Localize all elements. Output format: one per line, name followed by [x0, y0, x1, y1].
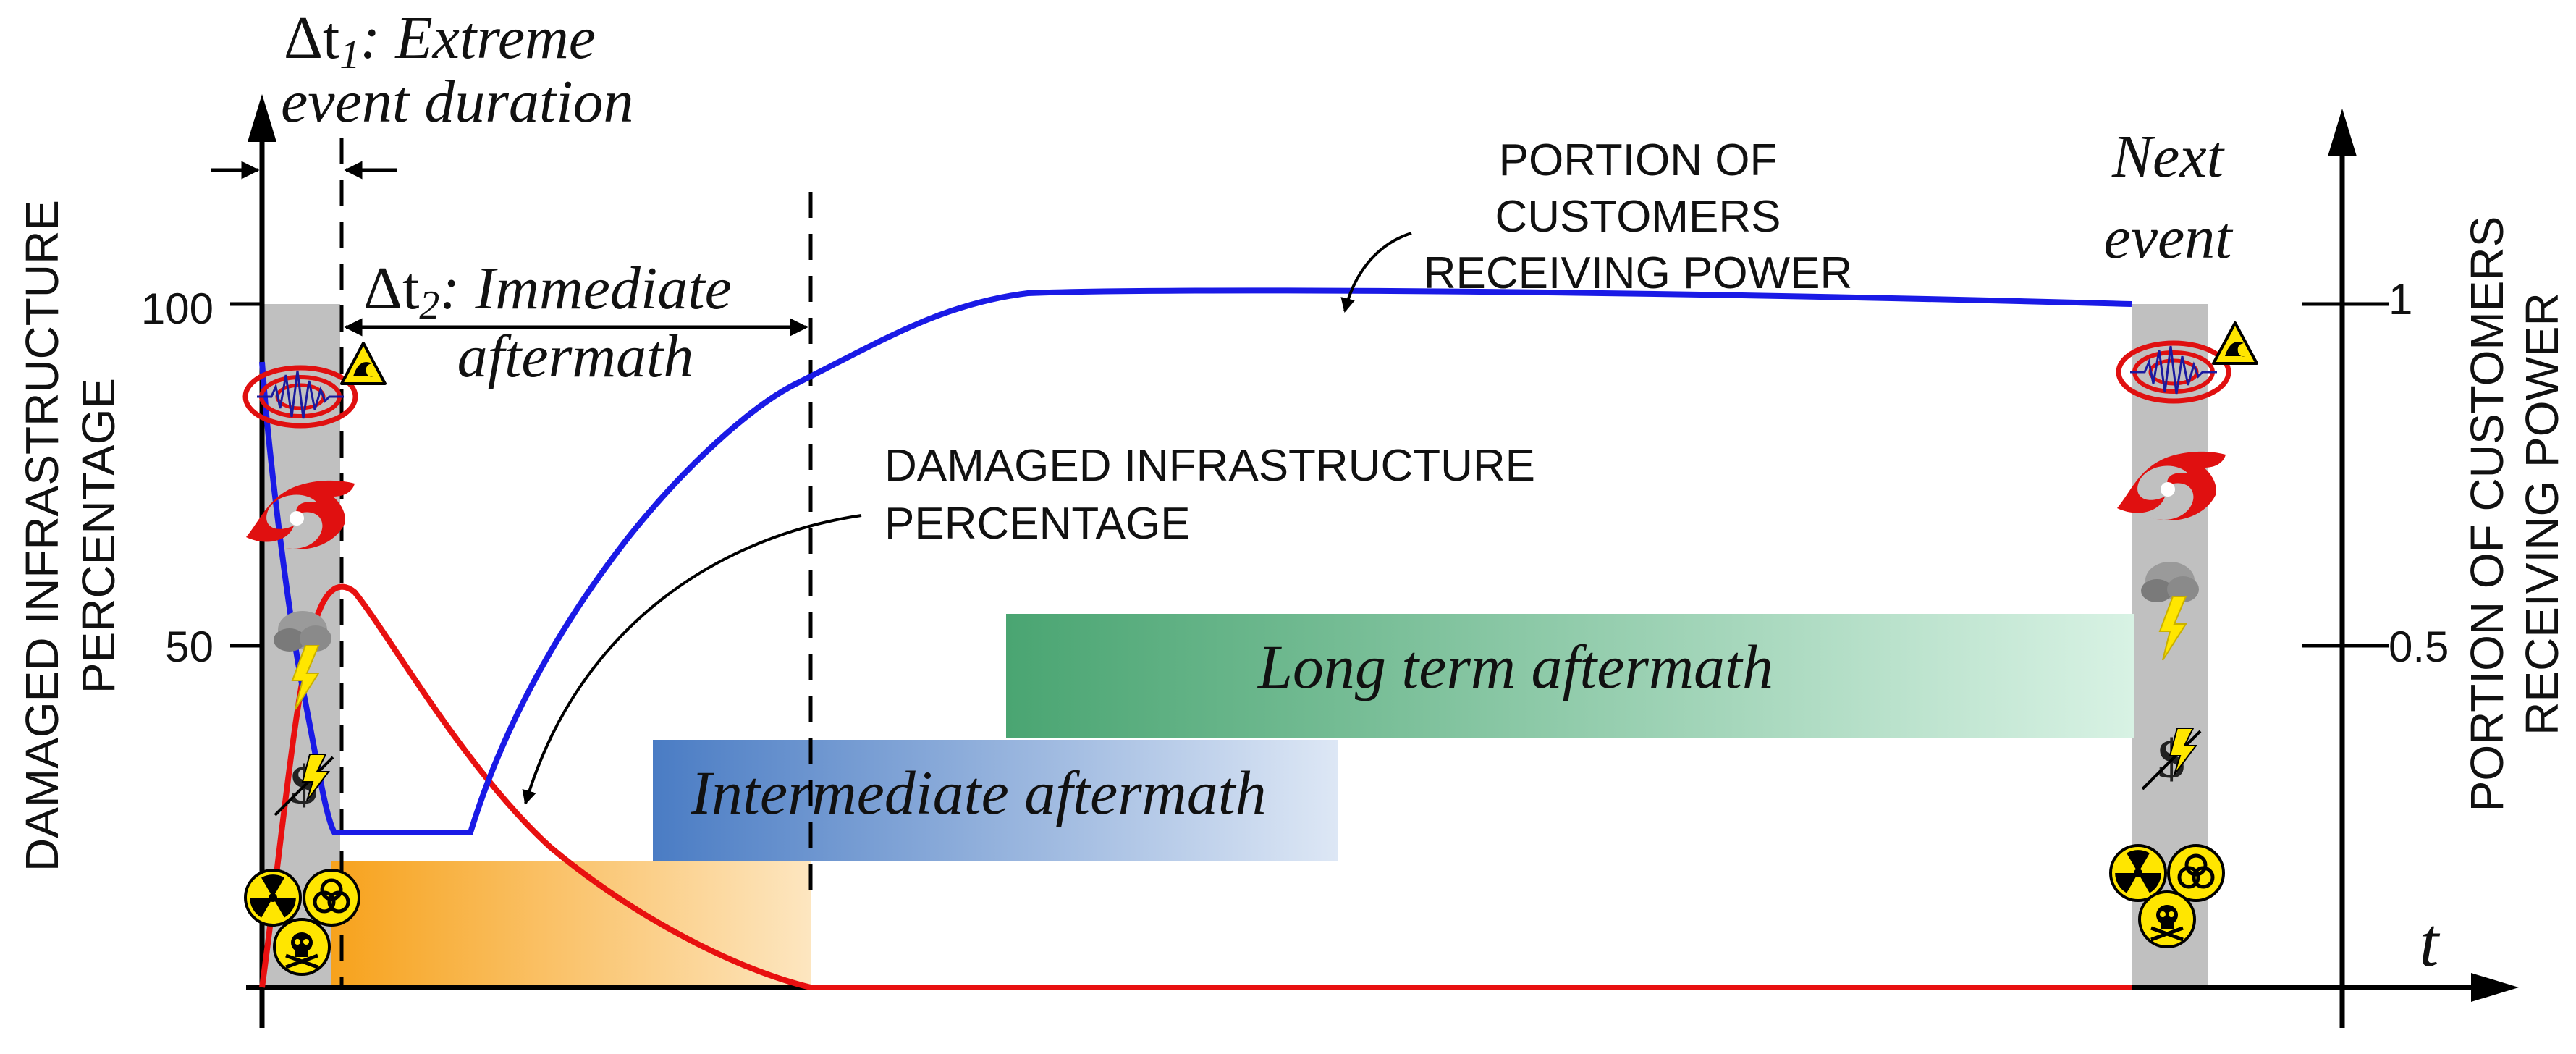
dt2-rest: : Immediate — [439, 255, 732, 322]
dt1-label-line1: Δt1: Extreme — [284, 4, 596, 77]
left-axis-label-line1: DAMAGED INFRASTRUCTURE — [16, 200, 68, 872]
power-curve-label-line1: PORTION OF — [1499, 135, 1778, 185]
immediate-aftermath-band — [331, 861, 811, 987]
left-y-axis-arrowhead — [248, 94, 276, 142]
power-curve-label-line2: CUSTOMERS — [1495, 192, 1781, 242]
radiation-icon — [244, 869, 302, 927]
left-tick-label-100: 100 — [141, 284, 214, 333]
long-term-aftermath-label: Long term aftermath — [1257, 632, 1773, 701]
tsunami-warning-icon — [340, 342, 387, 385]
intermediate-aftermath-band — [653, 740, 1338, 861]
right-tick-label-1: 1 — [2389, 275, 2412, 324]
dt1-label-line2: event duration — [281, 68, 634, 135]
earthquake-icon — [245, 368, 355, 426]
dt1-rest: : Extreme — [360, 4, 596, 72]
intermediate-aftermath-label: Intermediate aftermath — [690, 758, 1266, 827]
biohazard-icon — [304, 870, 359, 925]
left-axis-label-line2: PERCENTAGE — [72, 378, 124, 693]
dt1-symbol: Δt — [284, 4, 339, 72]
right-y-axis-arrowhead — [2328, 109, 2357, 156]
earthquake-icon-next — [2119, 343, 2229, 401]
dt2-subscript: 2 — [419, 283, 439, 328]
dt2-label-line2: aftermath — [457, 323, 694, 390]
long-term-aftermath-band — [1006, 614, 2134, 738]
power-curve-callout-arrow — [1340, 232, 1412, 313]
toxic-skull-icon-next — [2140, 892, 2195, 947]
dt2-symbol: Δt — [363, 255, 419, 322]
next-event-label-line2: event — [2103, 204, 2234, 271]
damage-curve-label-line2: PERCENTAGE — [884, 499, 1191, 549]
dt1-subscript: 1 — [339, 33, 360, 77]
toxic-skull-icon — [274, 919, 329, 974]
next-event-label-line1: Next — [2111, 123, 2226, 190]
x-axis-arrowhead — [2471, 973, 2519, 1002]
x-axis-label: t — [2420, 903, 2441, 981]
damage-curve-label-line1: DAMAGED INFRASTRUCTURE — [884, 441, 1535, 491]
right-axis-label-line1: PORTION OF CUSTOMERS — [2461, 216, 2513, 812]
tsunami-warning-icon-next — [2212, 321, 2258, 365]
right-axis-label-line2: RECEIVING POWER — [2516, 292, 2568, 735]
right-tick-label-0-5: 0.5 — [2389, 623, 2449, 671]
dt2-label-line1: Δt2: Immediate — [363, 255, 732, 328]
power-curve-label-line3: RECEIVING POWER — [1424, 248, 1853, 298]
damage-curve-callout-arrow — [522, 514, 862, 805]
left-tick-label-50: 50 — [165, 623, 214, 671]
